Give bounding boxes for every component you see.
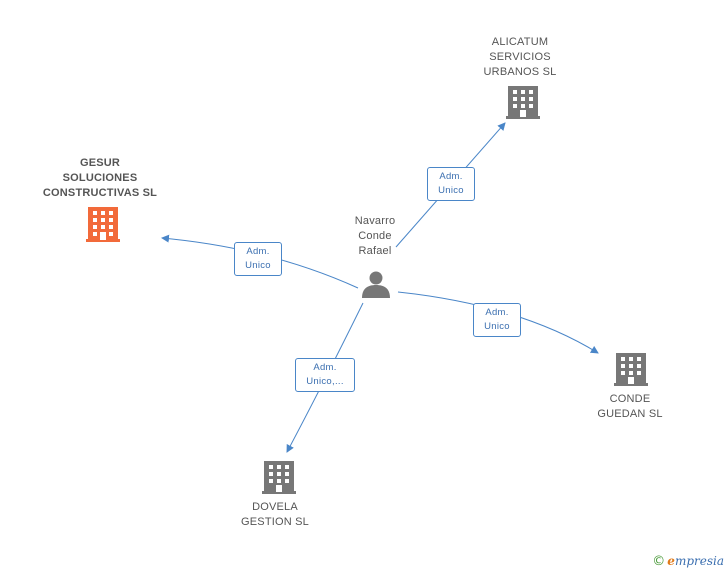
edge-label-gesur[interactable]: Adm. Unico: [234, 242, 282, 276]
company-name-line: DOVELA: [252, 501, 298, 513]
person-name-line: Conde: [358, 230, 392, 242]
edge-role-line: Unico,...: [306, 376, 344, 387]
company-name-line: GUEDAN SL: [597, 408, 663, 420]
company-name-line: URBANOS SL: [483, 66, 557, 78]
building-icon-dovela[interactable]: [262, 461, 296, 494]
empresia-brand: mpresia: [674, 554, 724, 568]
person-name-line: Rafael: [358, 245, 392, 257]
edge-label-alicatum[interactable]: Adm. Unico: [427, 167, 475, 201]
empresia-watermark: ©empresia: [652, 554, 724, 569]
edge-role-line: Unico: [438, 185, 464, 196]
company-label-alicatum[interactable]: ALICATUM SERVICIOS URBANOS SL: [470, 35, 570, 80]
copyright-icon: ©: [652, 554, 666, 569]
company-name-line: SOLUCIONES: [62, 172, 138, 184]
edge-role-line: Adm.: [313, 362, 337, 373]
building-icon-conde[interactable]: [614, 353, 648, 386]
edge-label-conde[interactable]: Adm. Unico: [473, 303, 521, 337]
company-name-line: GESUR: [79, 157, 121, 169]
building-icon-gesur[interactable]: [86, 207, 120, 242]
building-icon-alicatum[interactable]: [506, 86, 540, 119]
company-name-line: ALICATUM: [491, 36, 549, 48]
edge-label-dovela[interactable]: Adm. Unico,...: [295, 358, 355, 392]
edge-role-line: Unico: [484, 321, 510, 332]
edge-role-line: Adm.: [485, 307, 509, 318]
company-label-gesur[interactable]: GESUR SOLUCIONES CONSTRUCTIVAS SL: [30, 156, 170, 201]
company-name-line: CONDE: [609, 393, 651, 405]
person-name[interactable]: Navarro Conde Rafael: [340, 214, 410, 259]
edge-role-line: Adm.: [439, 171, 463, 182]
company-label-conde[interactable]: CONDE GUEDAN SL: [585, 392, 675, 422]
company-name-line: CONSTRUCTIVAS SL: [42, 187, 158, 199]
edge-role-line: Adm.: [246, 246, 270, 257]
edge-role-line: Unico: [245, 260, 271, 271]
empresia-logo-e: e: [667, 554, 675, 568]
person-icon[interactable]: [362, 271, 390, 299]
company-name-line: SERVICIOS: [489, 51, 551, 63]
company-label-dovela[interactable]: DOVELA GESTION SL: [230, 500, 320, 530]
company-name-line: GESTION SL: [240, 516, 310, 528]
person-name-line: Navarro: [354, 215, 396, 227]
